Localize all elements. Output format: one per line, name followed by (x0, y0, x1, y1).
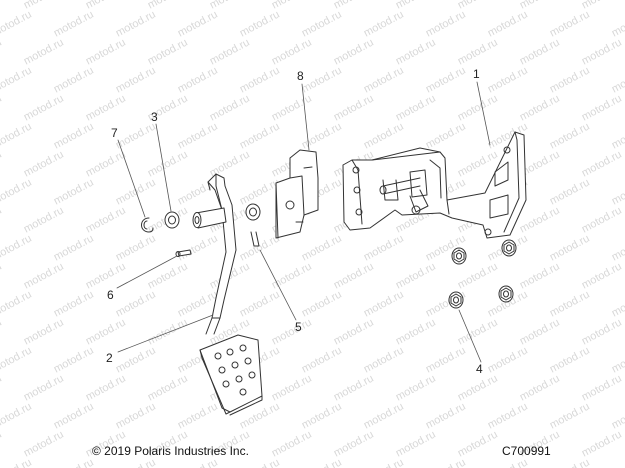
figure-code: C700991 (502, 444, 551, 458)
leader-lines (116, 81, 491, 363)
part-6-pivot-pin (175, 249, 192, 257)
part-7-snap-ring (141, 217, 154, 233)
part-4-flange-nuts (448, 239, 517, 309)
part-2-pedal (199, 173, 263, 416)
leader-6 (116, 255, 178, 289)
callout-5: 5 (295, 320, 302, 334)
part-8-stop-bracket (275, 149, 319, 239)
callout-2: 2 (106, 351, 113, 365)
pivot-tube (192, 207, 227, 229)
copyright-text: © 2019 Polaris Industries Inc. (92, 444, 249, 458)
leader-5 (259, 249, 297, 321)
part-5-retaining-clip (250, 231, 260, 247)
bushing-right (245, 203, 261, 221)
callout-7: 7 (111, 126, 118, 140)
leader-4 (458, 309, 482, 363)
callout-1: 1 (473, 67, 480, 81)
leader-7 (117, 139, 146, 218)
callout-3: 3 (151, 110, 158, 124)
leader-8 (301, 83, 310, 151)
callout-8: 8 (297, 69, 304, 83)
leader-3 (155, 123, 172, 212)
leader-2 (117, 314, 214, 353)
part-1-mount-bracket (342, 131, 527, 239)
callout-6: 6 (107, 288, 114, 302)
callouts: 1 2 3 4 5 6 7 8 (106, 67, 483, 376)
leader-1 (476, 81, 491, 146)
part-3-bushing (164, 211, 180, 229)
callout-4: 4 (476, 362, 483, 376)
